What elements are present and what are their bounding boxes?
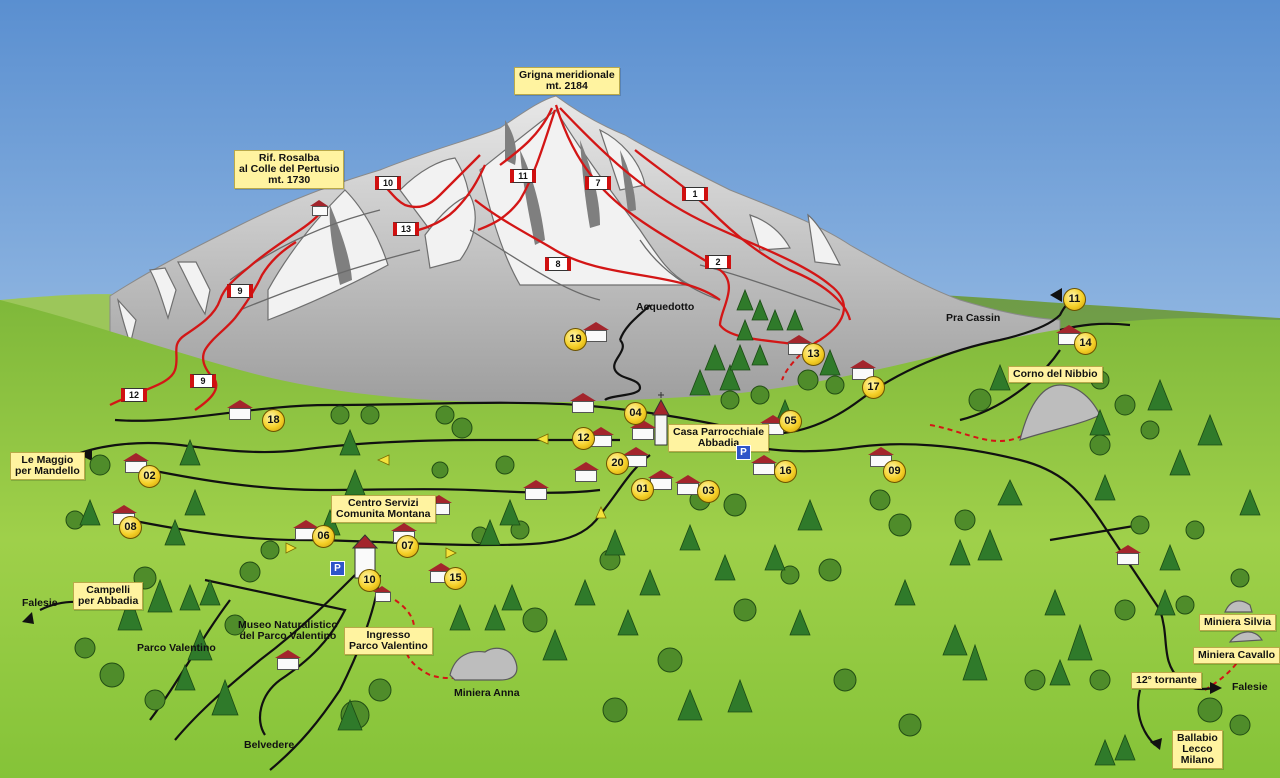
place-ingresso-parco-valentino: Ingresso Parco Valentino — [344, 627, 433, 655]
marker-04[interactable]: 04 — [624, 402, 647, 425]
refuge-altitude: mt. 1730 — [268, 174, 311, 186]
route-tag-12: 12 — [121, 388, 147, 402]
campelli-line1: Campelli — [86, 584, 131, 596]
ingresso-line1: Ingresso — [366, 629, 411, 641]
place-corno-del-nibbio: Corno del Nibbio — [1008, 366, 1103, 383]
house — [523, 480, 549, 500]
casa-parrocchiale-line1: Casa Parrocchiale — [673, 426, 765, 438]
route-tag-10: 10 — [375, 176, 401, 190]
marker-12[interactable]: 12 — [572, 427, 595, 450]
marker-19[interactable]: 19 — [564, 328, 587, 351]
place-12-tornante: 12° tornante — [1131, 672, 1202, 689]
route-tag-1: 1 — [682, 187, 708, 201]
marker-02[interactable]: 02 — [138, 465, 161, 488]
place-parco-valentino: Parco Valentino — [137, 642, 216, 654]
marker-03[interactable]: 03 — [697, 480, 720, 503]
marker-11[interactable]: 11 — [1063, 288, 1086, 311]
route-tag-7: 7 — [585, 176, 611, 190]
marker-17[interactable]: 17 — [862, 376, 885, 399]
route-tag-8: 8 — [545, 257, 571, 271]
refuge-name-line2: al Colle del Pertusio — [239, 163, 340, 175]
place-falesie-left: Falesie — [22, 597, 58, 609]
marker-09[interactable]: 09 — [883, 460, 906, 483]
marker-16[interactable]: 16 — [774, 460, 797, 483]
house — [583, 322, 609, 342]
refuge-name: Rif. Rosalba — [258, 152, 320, 164]
house — [588, 427, 614, 447]
house — [1115, 545, 1141, 565]
refuge-label: Rif. Rosalba al Colle del Pertusio mt. 1… — [234, 150, 345, 189]
place-centro-servizi: Centro Servizi Comunita Montana — [331, 495, 436, 523]
place-museo-naturalistico: Museo Naturalistico del Parco Valentino — [238, 620, 338, 642]
place-le-maggio: Le Maggio per Mandello — [10, 452, 85, 480]
place-acquedotto: Acquedotto — [636, 301, 695, 313]
place-miniera-cavallo: Miniera Cavallo — [1193, 647, 1280, 664]
house — [373, 586, 391, 602]
house — [570, 393, 596, 413]
house — [310, 200, 328, 216]
ingresso-line2: Parco Valentino — [349, 640, 428, 652]
summit-name: Grigna meridionale — [519, 69, 615, 81]
le-maggio-line2: per Mandello — [15, 465, 80, 477]
house — [227, 400, 253, 420]
place-miniera-anna: Miniera Anna — [454, 687, 520, 699]
route-tag-11: 11 — [510, 169, 536, 183]
place-miniera-silvia: Miniera Silvia — [1199, 614, 1277, 631]
marker-06[interactable]: 06 — [312, 525, 335, 548]
parking-sign: P — [736, 445, 751, 460]
centro-servizi-line1: Centro Servizi — [347, 497, 419, 509]
marker-20[interactable]: 20 — [606, 452, 629, 475]
ballabio-line1: Ballabio — [1177, 732, 1218, 744]
campelli-line2: per Abbadia — [78, 595, 139, 607]
marker-01[interactable]: 01 — [631, 478, 654, 501]
route-tag-13: 13 — [393, 222, 419, 236]
marker-15[interactable]: 15 — [444, 567, 467, 590]
place-campelli: Campelli per Abbadia — [73, 582, 144, 610]
house — [275, 650, 301, 670]
museo-line2: del Parco Valentino — [239, 630, 337, 642]
marker-05[interactable]: 05 — [779, 410, 802, 433]
house — [630, 420, 656, 440]
place-falesie-right: Falesie — [1232, 681, 1268, 693]
centro-servizi-line2: Comunita Montana — [336, 508, 431, 520]
marker-14[interactable]: 14 — [1074, 332, 1097, 355]
house — [751, 455, 777, 475]
ballabio-line2: Lecco — [1182, 743, 1213, 755]
marker-08[interactable]: 08 — [119, 516, 142, 539]
parking-sign: P — [330, 561, 345, 576]
route-tag-9-upper: 9 — [227, 284, 253, 298]
house — [675, 475, 701, 495]
ballabio-line3: Milano — [1180, 754, 1215, 766]
marker-07[interactable]: 07 — [396, 535, 419, 558]
route-tag-2: 2 — [705, 255, 731, 269]
marker-18[interactable]: 18 — [262, 409, 285, 432]
marker-10[interactable]: 10 — [358, 569, 381, 592]
house — [293, 520, 319, 540]
casa-parrocchiale-line2: Abbadia — [697, 437, 740, 449]
marker-13[interactable]: 13 — [802, 343, 825, 366]
place-ballabio-lecco-milano: Ballabio Lecco Milano — [1172, 730, 1223, 769]
summit-altitude: mt. 2184 — [545, 80, 588, 92]
place-belvedere: Belvedere — [244, 739, 295, 751]
house — [573, 462, 599, 482]
summit-label: Grigna meridionale mt. 2184 — [514, 67, 620, 95]
place-casa-parrocchiale: Casa Parrocchiale Abbadia — [668, 424, 770, 452]
route-tag-9-lower: 9 — [190, 374, 216, 388]
le-maggio-line1: Le Maggio — [21, 454, 74, 466]
place-pra-cassin: Pra Cassin — [946, 312, 1001, 324]
museo-line1: Museo Naturalistico — [238, 619, 338, 631]
